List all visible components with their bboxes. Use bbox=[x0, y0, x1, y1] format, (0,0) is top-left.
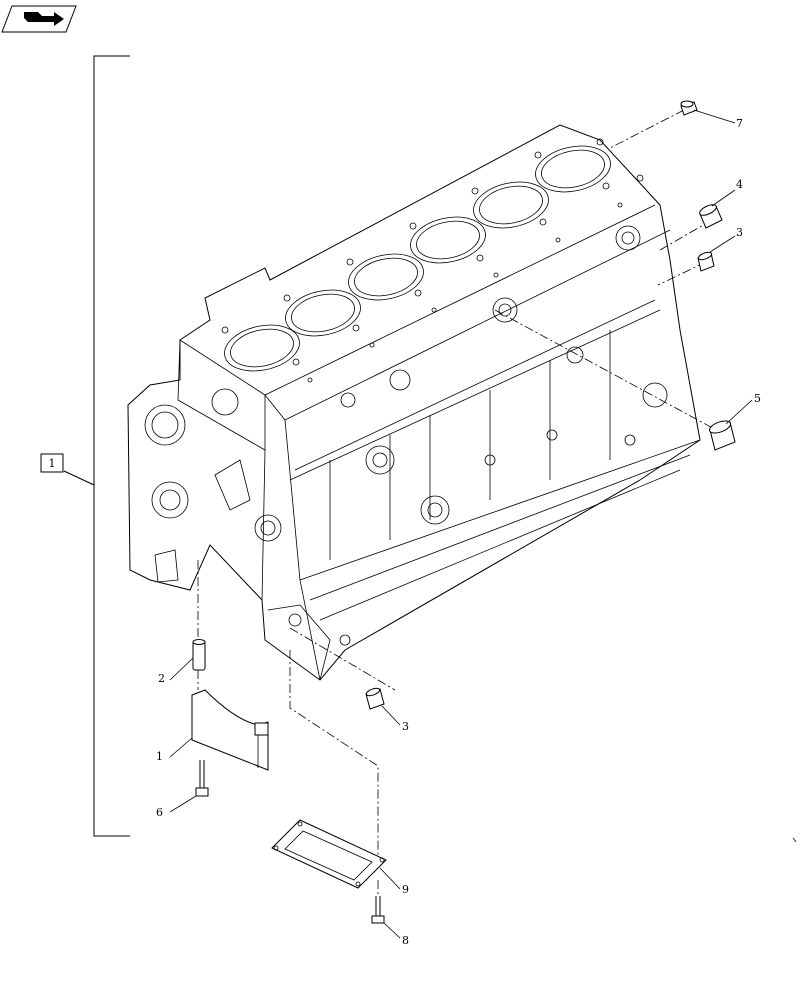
dowel-pin-part-2 bbox=[192, 639, 206, 671]
assembly-label: 1 bbox=[49, 457, 56, 470]
bearing-cap-part-1 bbox=[191, 689, 269, 771]
alignment-lines bbox=[197, 109, 721, 896]
callout-9: 9 bbox=[379, 867, 409, 896]
engine-block bbox=[127, 124, 701, 681]
svg-text:2: 2 bbox=[158, 672, 165, 685]
plug-part-3-lower bbox=[365, 687, 385, 710]
callout-3-upper: 3 bbox=[709, 226, 743, 253]
svg-text:8: 8 bbox=[402, 934, 409, 947]
svg-text:1: 1 bbox=[156, 750, 163, 763]
callout-3-lower: 3 bbox=[381, 705, 409, 733]
bolt-part-8 bbox=[371, 896, 385, 924]
plug-part-7 bbox=[680, 100, 698, 116]
assembly-bracket bbox=[63, 55, 130, 837]
svg-text:3: 3 bbox=[736, 226, 743, 239]
svg-text:6: 6 bbox=[156, 806, 163, 819]
svg-text:5: 5 bbox=[754, 392, 761, 405]
plug-part-3-upper bbox=[697, 251, 715, 272]
svg-text:4: 4 bbox=[736, 178, 743, 191]
cup-plug-part-5 bbox=[709, 420, 736, 451]
callout-4: 4 bbox=[711, 178, 743, 207]
cover-plate-part-9 bbox=[271, 819, 387, 889]
callout-5: 5 bbox=[725, 392, 761, 425]
bushing-part-4 bbox=[699, 204, 723, 229]
callout-7: 7 bbox=[693, 109, 743, 130]
assembly-label-box: 1 bbox=[40, 453, 64, 473]
callout-6: 6 bbox=[156, 795, 197, 819]
bolt-part-6 bbox=[195, 760, 209, 797]
svg-text:7: 7 bbox=[736, 117, 743, 130]
svg-text:3: 3 bbox=[402, 720, 409, 733]
callout-2: 2 bbox=[158, 657, 194, 685]
svg-text:9: 9 bbox=[402, 883, 409, 896]
callout-1: 1 bbox=[156, 737, 193, 763]
edge-tick bbox=[792, 837, 797, 843]
book-arrow-icon[interactable] bbox=[1, 5, 77, 33]
callout-8: 8 bbox=[383, 922, 409, 947]
